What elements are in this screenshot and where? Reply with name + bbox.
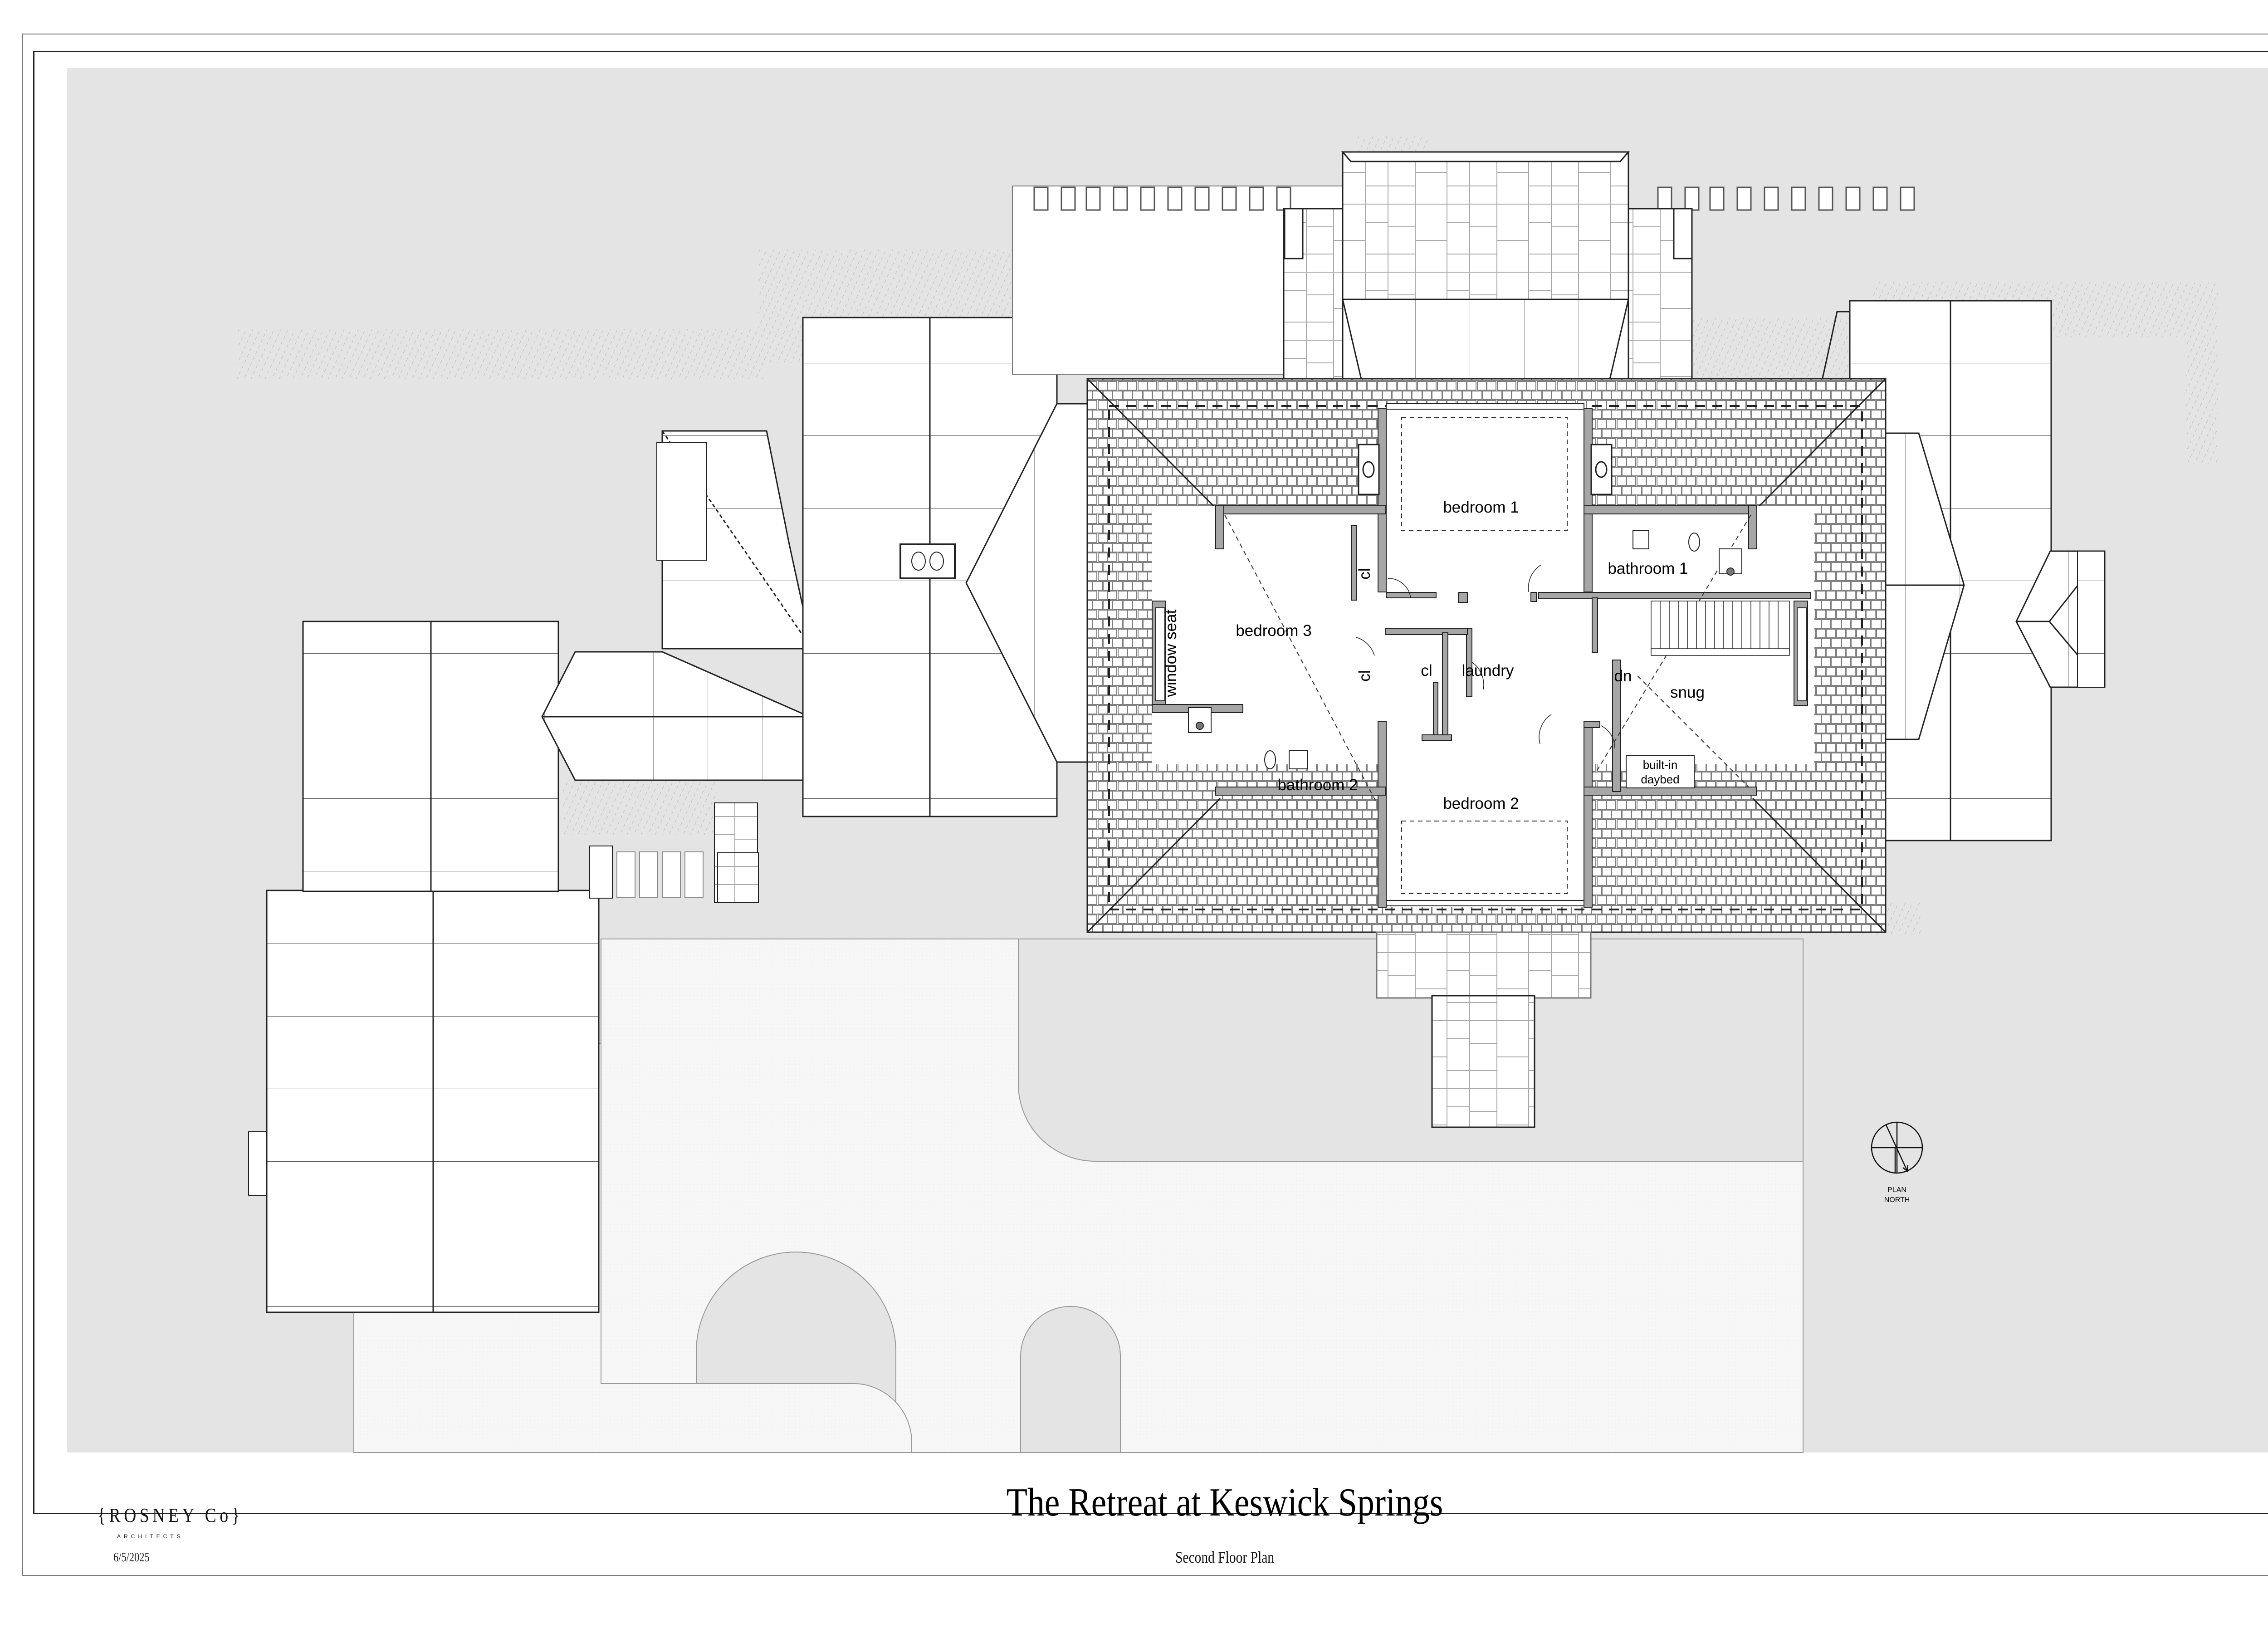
room-label-bedroom-1: bedroom 1 [1443,499,1519,516]
room-label-bedroom-2: bedroom 2 [1443,795,1519,812]
wing-roof-left [541,317,1090,903]
room-label-daybed-line1: built-in [1643,758,1678,772]
project-title: The Retreat at Keswick Springs [1006,1481,1443,1525]
inner-sheet-border [33,51,2268,1514]
room-label-bedroom-3: bedroom 3 [1236,622,1311,640]
north-arrow-icon: PLAN NORTH [1871,1121,1923,1204]
room-label-laundry: laundry [1462,662,1514,680]
driveway-turnaround [1020,1306,1121,1453]
second-floor-interior [1152,403,1814,908]
room-label-daybed-line2: daybed [1641,772,1679,786]
room-label-stair-down: dn [1614,667,1632,685]
built-in-daybed [1626,755,1695,788]
room-label-window-seat: window seat [1162,609,1180,697]
garage-roof-left [248,621,600,1313]
north-arrow-label-line2: NORTH [1884,1196,1910,1204]
stair [1651,601,1790,656]
room-label-closet-bed1: cl [1356,568,1374,579]
room-label-bathroom-2: bathroom 2 [1277,776,1358,794]
sheet-subtitle: Second Floor Plan [1175,1548,1275,1566]
driveway [601,939,1804,1453]
room-label-bathroom-1: bathroom 1 [1608,560,1688,577]
room-label-closet-bed3: cl [1356,670,1374,681]
firm-logo: {ROSNEY Co} [98,1504,244,1526]
room-label-snug: snug [1670,684,1705,701]
room-labels: bedroom 1 bedroom 2 bedroom 3 bathroom 1… [1162,499,1705,812]
north-porch [1012,151,1915,436]
outer-sheet-border [22,34,2268,1576]
sheet-date: 6/5/2025 [113,1550,150,1565]
south-walkway [1376,931,1592,1128]
north-arrow-label-line1: PLAN [1887,1186,1906,1194]
room-label-closet-hall: cl [1421,662,1432,680]
firm-tagline: ARCHITECTS [117,1533,184,1540]
